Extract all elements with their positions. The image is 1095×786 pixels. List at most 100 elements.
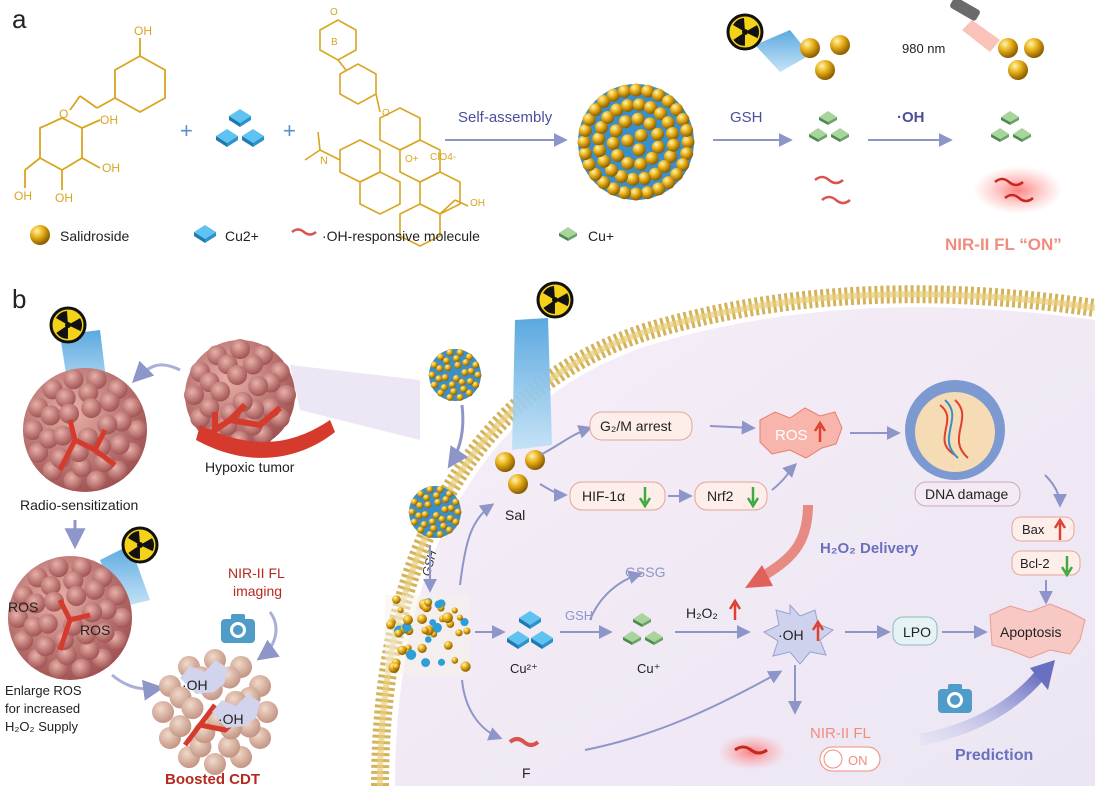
sal-label: Sal	[505, 507, 525, 523]
to-bax-arrow	[1044, 474, 1067, 508]
decor-dot	[78, 382, 99, 403]
decor-dot	[455, 629, 463, 637]
legend-a: Salidroside Cu2+ ·OH-responsive molecule…	[30, 225, 614, 245]
decor-dot	[446, 514, 454, 522]
tumor-ros	[8, 556, 132, 680]
nir-imaging-line2: imaging	[233, 583, 282, 599]
decor-dot	[71, 658, 92, 679]
legend-cu2: Cu2+	[225, 228, 259, 244]
to-f-arrow	[461, 679, 503, 741]
decor-dot	[276, 385, 296, 405]
decor-dot	[456, 393, 464, 401]
decor-dot	[632, 98, 646, 112]
oh-up-arrow	[811, 619, 825, 641]
gssg-label: GSSG	[625, 564, 665, 580]
to-g2m-arrow	[539, 425, 593, 456]
decor-dot	[48, 557, 69, 578]
nir-fl-label: NIR-II FL	[810, 725, 871, 742]
decor-dot	[430, 381, 438, 389]
decor-dot	[13, 630, 34, 651]
decor-dot	[44, 591, 65, 612]
f-to-oh-arrow	[584, 670, 783, 751]
decor-dot	[632, 143, 646, 157]
decor-dot	[456, 349, 464, 357]
decor-dot	[402, 614, 413, 625]
decor-dot	[661, 176, 675, 190]
decor-dot	[37, 613, 58, 634]
decor-dot	[23, 420, 43, 440]
decor-dot	[637, 171, 651, 185]
chem-oh-6: OH	[470, 198, 485, 209]
decor-dot	[84, 579, 105, 600]
ros-up-arrow	[813, 420, 827, 442]
decor-dot	[452, 355, 460, 363]
decor-dot	[606, 88, 620, 102]
gssg-arrow	[589, 570, 643, 621]
entry-arrow	[447, 404, 469, 469]
decor-dot	[465, 353, 473, 361]
boosted-cdt-cluster	[152, 649, 278, 775]
decor-dot	[230, 339, 250, 359]
decor-dot	[441, 506, 449, 514]
decor-dot	[652, 182, 666, 196]
decor-dot	[676, 158, 690, 172]
ros-burst	[759, 407, 843, 459]
decor-dot	[456, 614, 463, 621]
decor-dot	[28, 442, 49, 463]
decor-dot	[626, 172, 640, 186]
decor-dot	[8, 608, 28, 628]
decor-dot	[676, 112, 690, 126]
decor-dot	[109, 434, 130, 455]
decor-dot	[121, 397, 142, 418]
decor-dot	[454, 508, 462, 516]
decor-dot	[634, 129, 648, 143]
decor-dot	[416, 502, 424, 510]
decor-dot	[40, 575, 61, 596]
red-glow-a	[973, 166, 1063, 214]
chem-oh-2: OH	[100, 113, 118, 127]
decor-dot	[472, 381, 480, 389]
nanoparticle-outside	[428, 349, 482, 401]
decor-dot	[94, 452, 115, 473]
nir-on-label: NIR-II FL “ON”	[945, 235, 1062, 254]
plus-sign-1: +	[180, 118, 193, 143]
decor-dot	[40, 405, 61, 426]
decor-dot	[654, 107, 668, 121]
decor-dot	[597, 154, 611, 168]
chem-o-1: O	[59, 107, 68, 121]
lpo-label: LPO	[903, 624, 931, 640]
gsh-label-b: GSH	[565, 608, 593, 623]
h2o2-delivery-arrow	[757, 504, 813, 583]
decor-dot	[451, 607, 458, 614]
red-molecule-a2	[994, 177, 1034, 203]
decor-dot	[447, 504, 455, 512]
decor-dot	[421, 626, 429, 635]
decor-dot	[86, 470, 107, 491]
enlarge-ros-line3: H₂O₂ Supply	[5, 719, 78, 734]
panel-b-label: b	[12, 284, 26, 314]
decor-dot	[430, 361, 438, 369]
bax-label: Bax	[1022, 522, 1045, 537]
decor-dot	[448, 381, 456, 389]
gsh-label-a: GSH	[730, 109, 763, 126]
bcl2-label: Bcl-2	[1020, 556, 1050, 571]
decor-dot	[112, 608, 132, 628]
chem-o-plus: O+	[405, 154, 419, 165]
to-hif-arrow	[539, 483, 568, 502]
decor-dot	[417, 526, 425, 534]
decor-dot	[617, 84, 631, 98]
radiation-beam-b3	[512, 281, 575, 450]
decor-dot	[463, 627, 471, 635]
decor-dot	[629, 83, 643, 97]
decor-dot	[424, 598, 432, 607]
decor-dot	[441, 373, 449, 381]
decor-dot	[604, 163, 618, 177]
decor-dot	[437, 389, 445, 397]
decor-dot	[394, 629, 403, 638]
decor-dot	[666, 138, 680, 152]
ros-label-1: ROS	[8, 599, 38, 615]
decor-dot	[597, 94, 611, 108]
decor-dot	[421, 658, 431, 668]
decor-dot	[66, 585, 87, 606]
decor-dot	[582, 158, 596, 172]
